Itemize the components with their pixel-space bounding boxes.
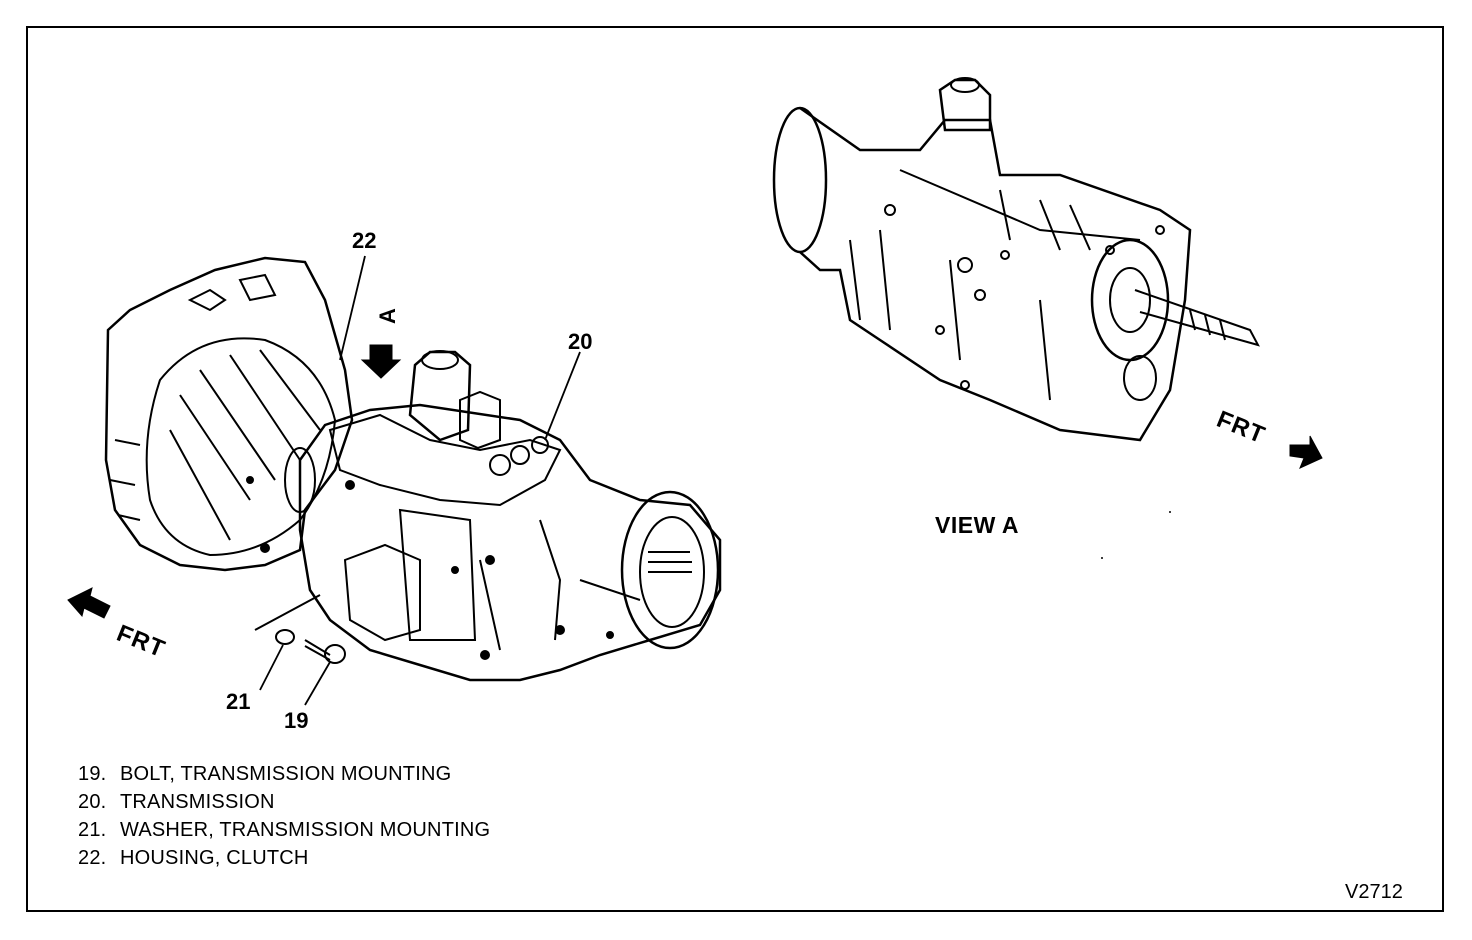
legend-number: 21. <box>78 819 107 841</box>
callout-21: 21 <box>226 689 251 714</box>
legend-item: 20. TRANSMISSION <box>78 788 490 816</box>
legend-text: HOUSING, CLUTCH <box>120 847 309 869</box>
view-a-label: VIEW A <box>935 512 1019 538</box>
callout-22: 22 <box>352 228 377 253</box>
view-a-arrow-icon <box>360 344 402 379</box>
frt-right-arrow-icon <box>1289 435 1323 469</box>
legend-item: 22. HOUSING, CLUTCH <box>78 844 490 872</box>
callout-leaders <box>259 255 581 706</box>
clutch-housing-drawing <box>104 256 354 572</box>
view-arrow-letter: A <box>374 308 400 324</box>
view-a-transmission-drawing <box>772 77 1260 442</box>
bolt-and-washer-drawing <box>254 594 346 664</box>
legend-number: 22. <box>78 847 107 869</box>
figure-id: V2712 <box>1345 881 1403 903</box>
parts-legend: 19. BOLT, TRANSMISSION MOUNTING 20. TRAN… <box>78 760 490 872</box>
legend-text: TRANSMISSION <box>120 791 275 813</box>
legend-number: 19. <box>78 763 107 785</box>
legend-text: WASHER, TRANSMISSION MOUNTING <box>120 819 491 841</box>
frt-left-arrow-icon <box>67 587 111 619</box>
callout-20: 20 <box>568 329 593 354</box>
callout-19: 19 <box>284 708 309 733</box>
transmission-drawing <box>284 350 722 682</box>
diagram-frame <box>26 26 1444 912</box>
legend-number: 20. <box>78 791 107 813</box>
legend-item: 19. BOLT, TRANSMISSION MOUNTING <box>78 760 490 788</box>
legend-item: 21. WASHER, TRANSMISSION MOUNTING <box>78 816 490 844</box>
legend-text: BOLT, TRANSMISSION MOUNTING <box>120 763 452 785</box>
